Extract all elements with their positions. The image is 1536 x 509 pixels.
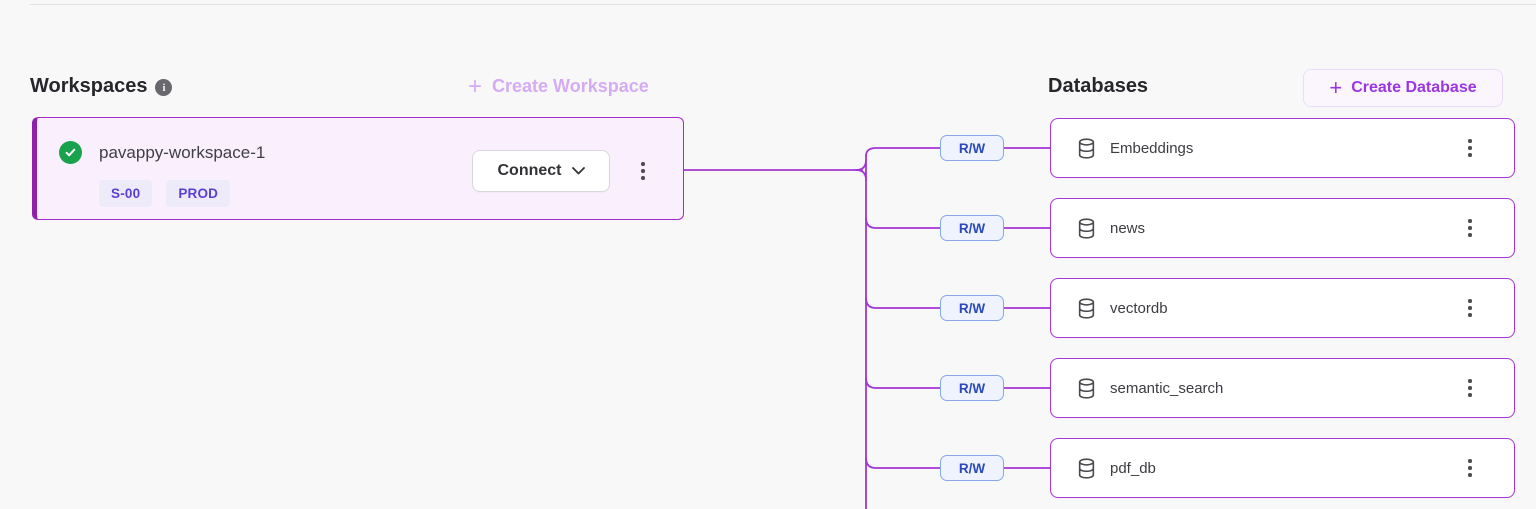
database-card[interactable]: news — [1050, 198, 1515, 258]
create-workspace-button[interactable]: + Create Workspace — [468, 72, 649, 100]
workspace-card-header: pavappy-workspace-1 — [59, 141, 667, 164]
workspaces-heading: Workspaces i — [30, 75, 173, 98]
database-cylinder-icon — [1078, 297, 1095, 319]
database-name: pdf_db — [1110, 459, 1156, 477]
access-badge: R/W — [940, 215, 1004, 241]
top-divider — [30, 4, 1536, 5]
database-kebab-menu-icon[interactable] — [1459, 293, 1481, 323]
database-cylinder-icon — [1078, 137, 1095, 159]
database-name: vectordb — [1110, 299, 1168, 317]
connect-label: Connect — [497, 162, 562, 179]
plus-icon: + — [468, 72, 483, 100]
access-badge: R/W — [940, 295, 1004, 321]
database-cylinder-icon — [1078, 457, 1095, 479]
info-icon[interactable]: i — [155, 79, 173, 96]
database-cylinder-icon — [1078, 377, 1095, 399]
access-badge: R/W — [940, 375, 1004, 401]
database-cylinder-icon — [1078, 217, 1095, 239]
size-badge: S-00 — [99, 180, 153, 207]
create-database-label: Create Database — [1351, 79, 1477, 96]
databases-heading: Databases — [1048, 75, 1148, 98]
plus-icon: + — [1329, 75, 1343, 100]
database-kebab-menu-icon[interactable] — [1459, 133, 1481, 163]
connect-button[interactable]: Connect — [472, 150, 610, 192]
database-card[interactable]: vectordb — [1050, 278, 1515, 338]
check-circle-icon — [59, 141, 82, 164]
database-kebab-menu-icon[interactable] — [1459, 373, 1481, 403]
databases-title-text: Databases — [1048, 75, 1149, 97]
create-database-button[interactable]: + Create Database — [1303, 69, 1503, 107]
database-kebab-menu-icon[interactable] — [1459, 453, 1481, 483]
workspace-badges: S-00 PROD — [99, 180, 231, 207]
database-name: news — [1110, 219, 1146, 237]
database-card[interactable]: semantic_search — [1050, 358, 1515, 418]
database-name: semantic_search — [1110, 379, 1224, 397]
env-badge: PROD — [166, 180, 231, 207]
access-badge: R/W — [940, 135, 1004, 161]
access-badge: R/W — [940, 455, 1004, 481]
database-kebab-menu-icon[interactable] — [1459, 213, 1481, 243]
create-workspace-label: Create Workspace — [492, 76, 649, 96]
workspace-card[interactable]: pavappy-workspace-1 S-00 PROD Connect — [32, 117, 684, 220]
database-card[interactable]: Embeddings — [1050, 118, 1515, 178]
workspaces-title-text: Workspaces — [30, 75, 148, 97]
workspace-name: pavappy-workspace-1 — [99, 142, 266, 162]
database-card[interactable]: pdf_db — [1050, 438, 1515, 498]
database-name: Embeddings — [1110, 139, 1194, 157]
chevron-down-icon — [571, 167, 585, 175]
workspace-kebab-menu-icon[interactable] — [632, 156, 654, 186]
